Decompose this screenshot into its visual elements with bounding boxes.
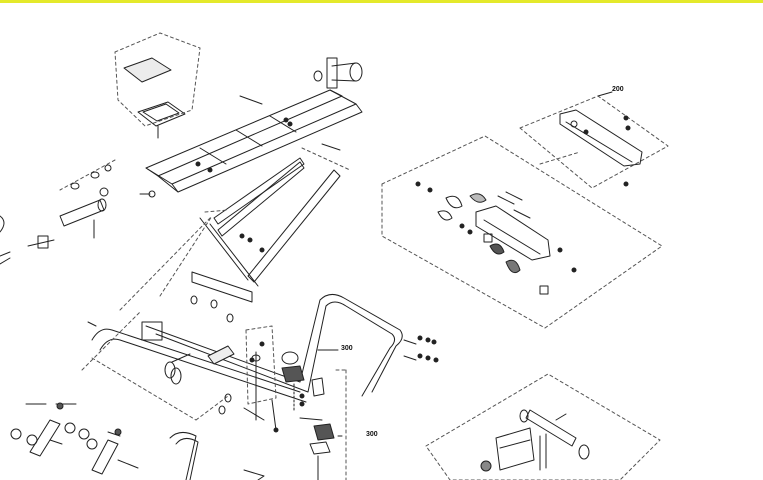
mechanism-explode-box [381, 135, 663, 329]
handle-parts [403, 335, 439, 363]
middle-frame [119, 147, 351, 323]
bottom-left-parts [10, 402, 139, 475]
left-linkage-parts [0, 159, 116, 265]
upper-frame [139, 57, 363, 198]
top-accent-rule [0, 0, 763, 3]
callout-200: 200 [612, 86, 624, 93]
roller-explode-box [425, 373, 661, 480]
callout-300-lower: 300 [366, 431, 378, 438]
subassembly-200-box [519, 91, 669, 189]
lower-frame [81, 294, 403, 480]
panel-explode-box [114, 32, 201, 139]
callout-300-upper: 300 [341, 345, 353, 352]
pin-stack-parts [245, 325, 347, 480]
